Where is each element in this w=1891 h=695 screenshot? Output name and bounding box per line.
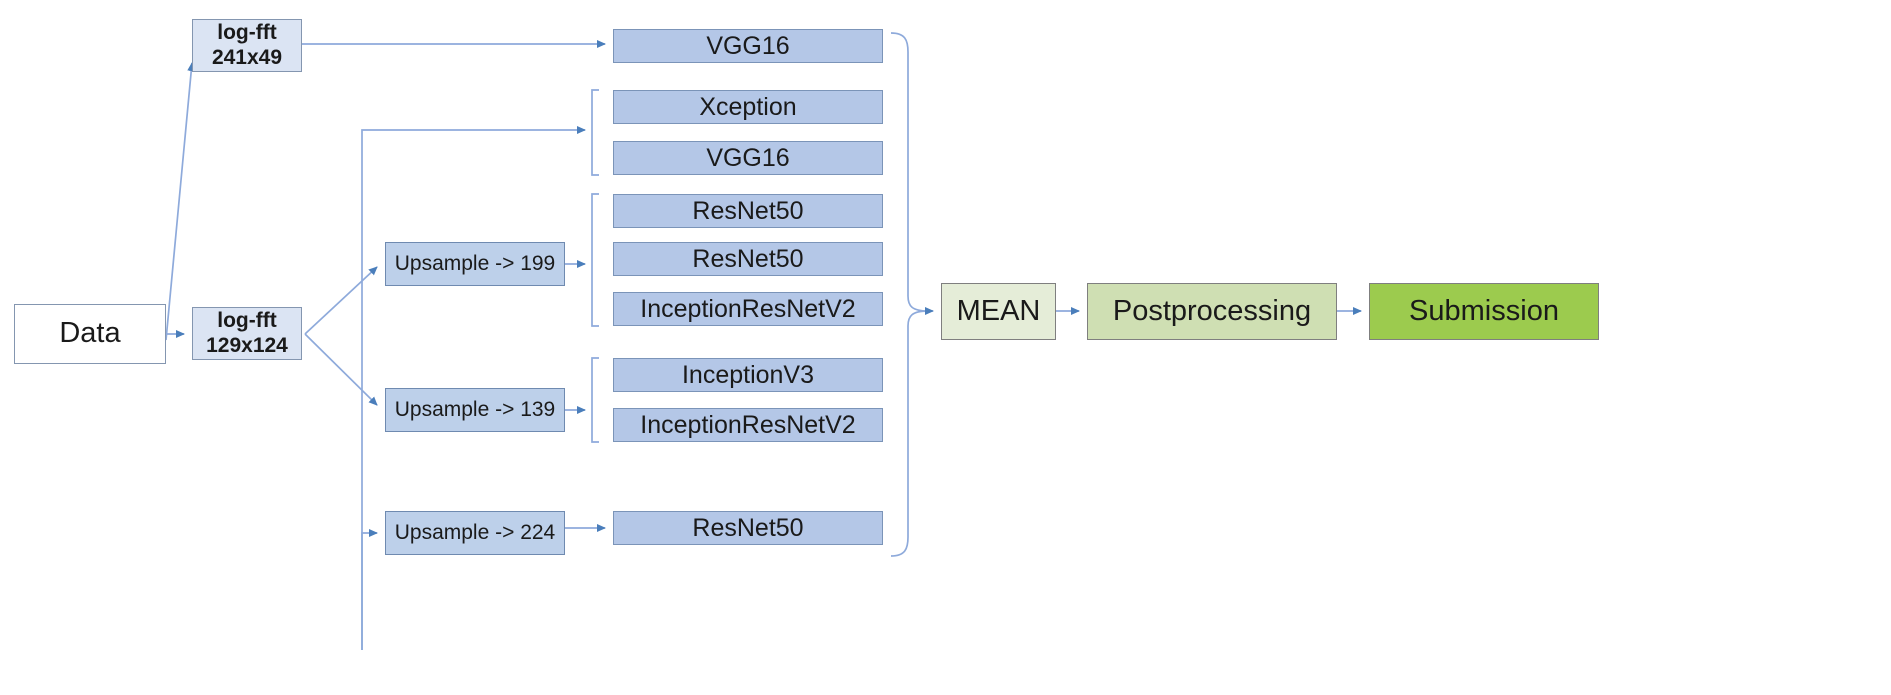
node-model-xception[interactable]: Xception [613,90,883,124]
edge-fft-bottom-to-upsample-139 [304,333,378,406]
node-model-inceptionresnetv2-b[interactable]: InceptionResNetV2 [613,408,883,442]
node-upsample-199[interactable]: Upsample -> 199 [385,242,565,286]
edge-fft-bottom-to-upsample-199 [304,266,378,335]
node-submission[interactable]: Submission [1369,283,1599,340]
node-model-resnet50-a[interactable]: ResNet50 [613,194,883,228]
node-model-vgg16-a[interactable]: VGG16 [613,29,883,63]
node-model-resnet50-c[interactable]: ResNet50 [613,511,883,545]
node-model-inceptionv3[interactable]: InceptionV3 [613,358,883,392]
node-log-fft-129x124[interactable]: log-fft 129x124 [192,307,302,360]
edge-trunk-to-group1 [361,126,586,158]
group3-bracket [591,357,599,443]
node-model-resnet50-b[interactable]: ResNet50 [613,242,883,276]
node-model-inceptionresnetv2-a[interactable]: InceptionResNetV2 [613,292,883,326]
edge-trunk-to-upsample-224 [361,529,378,650]
node-mean[interactable]: MEAN [941,283,1056,340]
group2-bracket [591,193,599,327]
node-log-fft-241x49[interactable]: log-fft 241x49 [192,19,302,72]
node-postprocessing[interactable]: Postprocessing [1087,283,1337,340]
node-upsample-224[interactable]: Upsample -> 224 [385,511,565,555]
mean-collector-brace [890,32,929,557]
node-data[interactable]: Data [14,304,166,364]
node-model-vgg16-b[interactable]: VGG16 [613,141,883,175]
group1-bracket [591,89,599,176]
edge-data-to-fft-top [165,62,196,341]
node-upsample-139[interactable]: Upsample -> 139 [385,388,565,432]
